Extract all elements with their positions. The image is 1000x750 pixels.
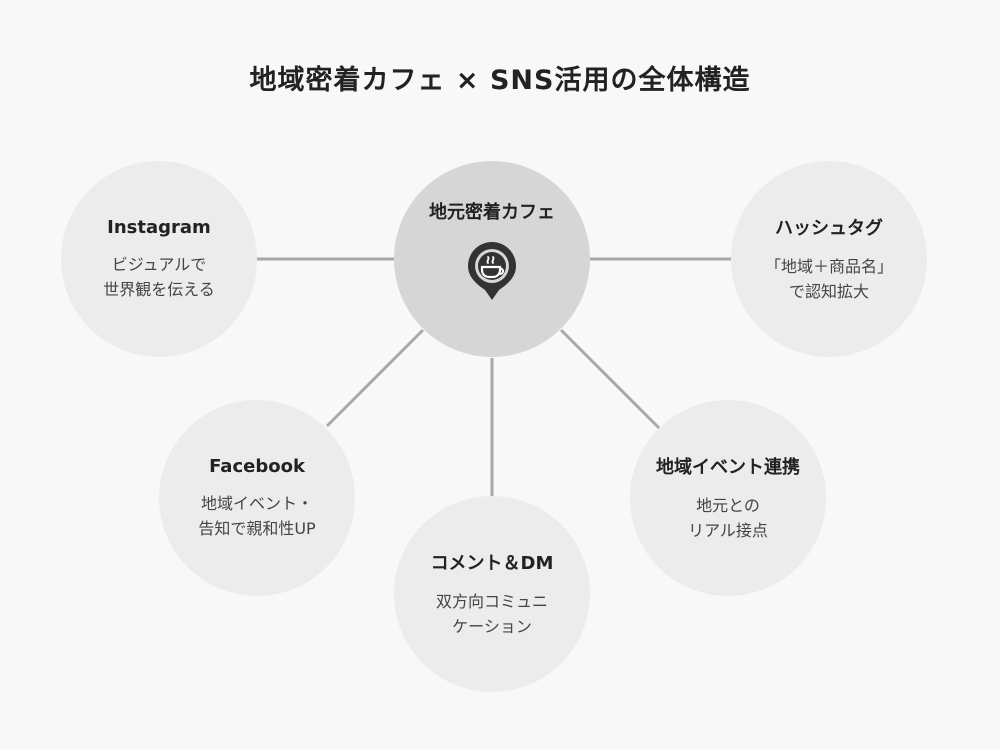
node-label: Instagram bbox=[107, 216, 211, 238]
node-label: ハッシュタグ bbox=[775, 218, 883, 239]
node-local-event: 地域イベント連携 地元との リアル接点 bbox=[630, 400, 826, 596]
node-hashtag: ハッシュタグ 「地域＋商品名」 で認知拡大 bbox=[731, 161, 927, 357]
link-facebook bbox=[325, 328, 425, 428]
node-label: コメント＆DM bbox=[430, 553, 554, 574]
node-instagram: Instagram ビジュアルで 世界観を伝える bbox=[61, 161, 257, 357]
node-facebook: Facebook 地域イベント・ 告知で親和性UP bbox=[159, 400, 355, 596]
node-description: 地元との リアル接点 bbox=[688, 496, 768, 540]
node-description: 「地域＋商品名」 で認知拡大 bbox=[764, 257, 893, 301]
node-label: 地域イベント連携 bbox=[656, 457, 800, 478]
node-comment-dm: コメント＆DM 双方向コミュニ ケーション bbox=[394, 496, 590, 692]
coffee-location-pin-icon bbox=[468, 242, 516, 300]
hub-label: 地元密着カフェ bbox=[429, 202, 555, 223]
node-description: ビジュアルで 世界観を伝える bbox=[103, 254, 215, 299]
page-title: 地域密着カフェ × SNS活用の全体構造 bbox=[249, 65, 751, 96]
node-description: 双方向コミュニ ケーション bbox=[435, 592, 548, 636]
node-label: Facebook bbox=[209, 455, 305, 477]
node-description: 地域イベント・ 告知で親和性UP bbox=[198, 493, 316, 538]
link-local-event bbox=[559, 328, 661, 430]
hub-node: 地元密着カフェ bbox=[394, 161, 590, 357]
